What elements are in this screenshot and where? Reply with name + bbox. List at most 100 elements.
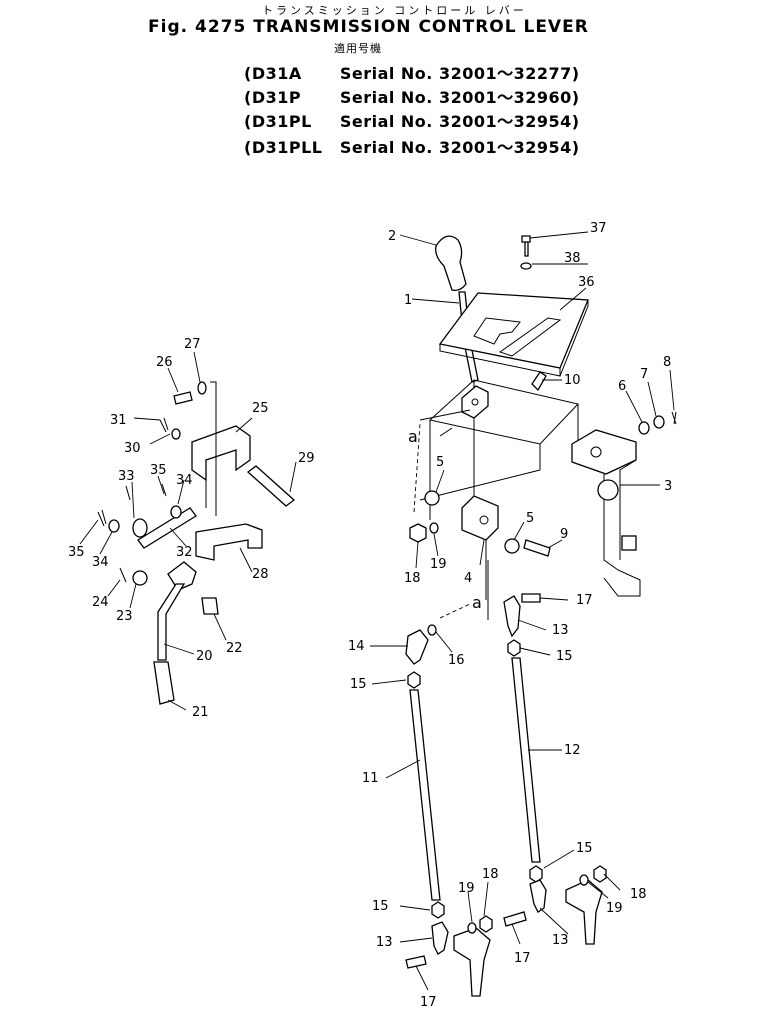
serial-range: Serial No. 32001～32954 [339,138,572,157]
lockwasher-upper [429,522,439,534]
rod-end-lower-right [529,879,547,913]
callout-5-upper: 5 [436,455,444,470]
bracket-washer [197,381,207,395]
bushing-lower [504,538,520,554]
rod-nut [507,639,521,657]
bracket-bolt [173,391,193,405]
washer [638,421,650,435]
callout-14: 14 [348,639,365,654]
callout-17-lower-mid: 17 [514,951,531,966]
callout-21: 21 [192,705,209,720]
pin [201,597,219,615]
figure-name: TRANSMISSION CONTROL LEVER [253,17,589,37]
cotter-pin [159,417,169,433]
support-bracket [571,429,637,475]
callout-labels: 1 2 3 4 5 5 6 7 8 9 10 11 12 13 13 13 14… [68,221,672,1010]
spring [132,518,148,538]
lower-lever-right [565,879,603,945]
callout-31: 31 [110,413,127,428]
callout-13-lower-left: 13 [376,935,393,950]
callout-30: 30 [124,441,141,456]
bracket-pin [523,539,551,557]
nut [108,519,120,533]
callout-9: 9 [560,527,568,542]
callout-3: 3 [664,479,672,494]
callout-18-upper: 18 [404,571,421,586]
callout-29: 29 [298,451,315,466]
callout-24: 24 [92,595,109,610]
lever-pin [531,371,547,392]
locknut-upper [409,523,427,543]
applicable-models-label: 適用号機 [334,42,382,55]
cotter-pin [119,567,127,583]
serial-range: Serial No. 32001～32960 [339,88,572,107]
japanese-title: トランスミッション コントロール レバー [262,4,527,17]
upper-bracket [191,425,251,482]
callout-4: 4 [464,571,472,586]
locknut-lower-right [593,865,607,883]
callout-22: 22 [226,641,243,656]
rod-end-upper [503,595,521,638]
rod-nut [529,865,543,883]
serial-range: Serial No. 32001～32277 [339,64,572,83]
callout-5-lower: 5 [526,511,534,526]
callout-34-left: 34 [92,555,109,570]
callout-32: 32 [176,545,193,560]
callout-16: 16 [448,653,465,668]
figure-number: Fig. 4275 [148,17,247,37]
locknut-lower-left [479,915,493,933]
figure-header: トランスミッション コントロール レバー Fig. 4275 TRANSMISS… [0,0,774,170]
bracket-pin-long [246,465,296,507]
callout-1: 1 [404,293,412,308]
callout-25: 25 [252,401,269,416]
callout-13-upper: 13 [552,623,569,638]
gate-plate-bolt [521,235,531,257]
callout-23: 23 [116,609,133,624]
model-name: D31PLL [251,138,323,157]
callout-15-lower-left: 15 [372,899,389,914]
cotter-pin [97,509,107,527]
model-name: D31A [251,64,302,83]
lever-bolt [405,955,427,969]
callout-15-upper-left: 15 [350,677,367,692]
lever-bolt [503,911,527,927]
callout-17-upper: 17 [576,593,593,608]
callout-19-lower-right: 19 [606,901,623,916]
callout-19-lower-mid: 19 [458,881,475,896]
figure-title: Fig. 4275 TRANSMISSION CONTROL LEVER [148,17,589,37]
lockwasher-lower-left [467,922,477,934]
rod-end-lower-left [431,921,449,955]
lockwasher-lower-right [579,874,589,886]
callout-12: 12 [564,743,581,758]
callout-15-lower-right: 15 [576,841,593,856]
rod-nut [431,901,445,919]
bushing-upper [424,490,440,506]
callout-10: 10 [564,373,581,388]
callout-13-lower-right: 13 [552,933,569,948]
lever-knob [435,235,467,292]
callout-17-lower-left: 17 [420,995,437,1010]
callout-7: 7 [640,367,648,382]
serial-range: Serial No. 32001～32954 [339,112,572,131]
rod-end-bolt-upper [521,593,541,603]
callout-38: 38 [564,251,581,266]
nut [653,415,665,429]
cotter-pin [671,411,677,425]
callout-33: 33 [118,469,135,484]
callout-11: 11 [362,771,379,786]
callout-34-right: 34 [176,473,193,488]
callout-20: 20 [196,649,213,664]
link-plate [137,507,197,549]
control-rod-left [409,689,441,901]
washer [132,570,148,586]
callout-15-upper-right: 15 [556,649,573,664]
callout-8: 8 [663,355,671,370]
callout-36: 36 [578,275,595,290]
lever-block [461,385,489,419]
nut [170,505,182,519]
